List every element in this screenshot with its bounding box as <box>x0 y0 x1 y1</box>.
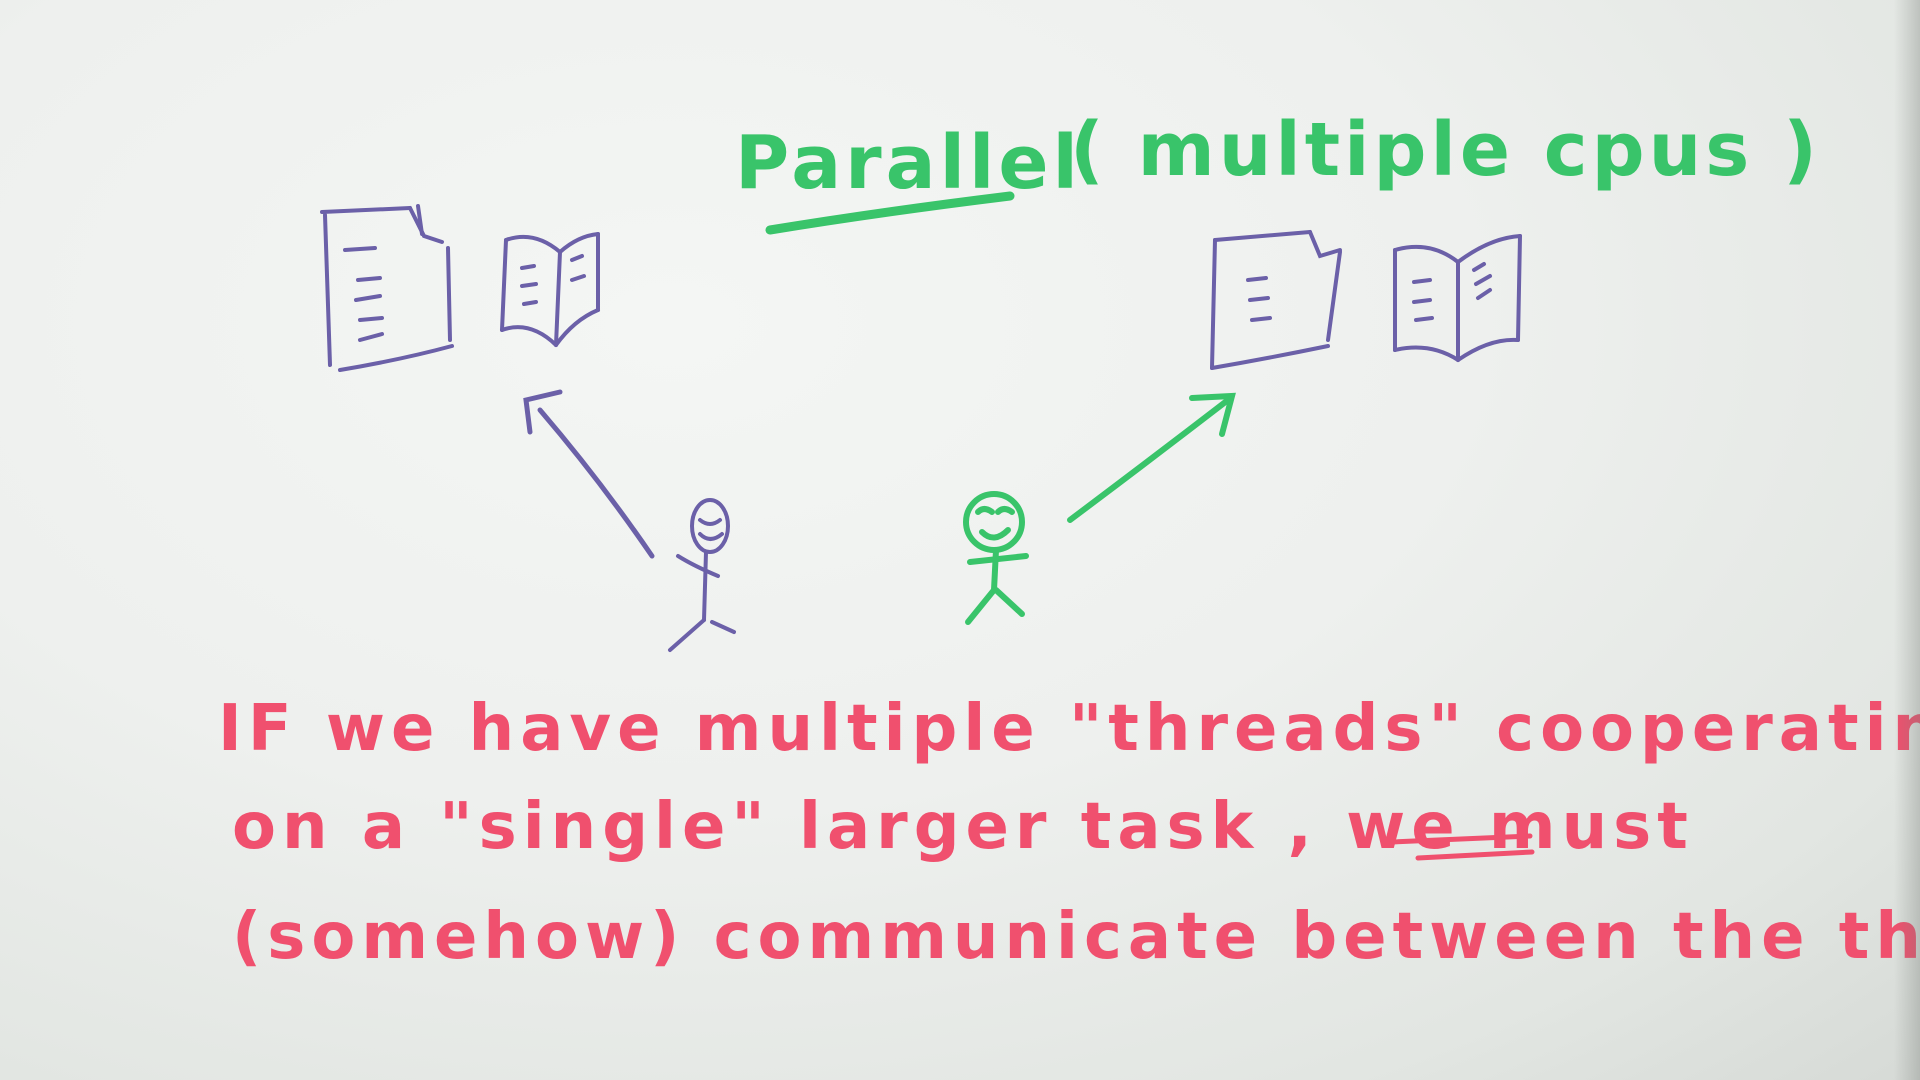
must-double-underline <box>1389 833 1535 861</box>
title-multiple-cpus: ( multiple cpus ) <box>1070 107 1821 193</box>
purple-stick-figure-icon <box>668 498 736 652</box>
green-arrow <box>1067 392 1236 523</box>
right-open-book-icon <box>1393 234 1522 362</box>
left-open-book-icon <box>500 232 600 347</box>
title-underline <box>765 191 1015 235</box>
note-line-3: (somehow) communicate between the thread… <box>232 900 1920 974</box>
title-parallel: Parallel <box>735 120 1082 206</box>
green-stick-figure-icon <box>963 491 1029 625</box>
left-document-icon <box>320 204 454 372</box>
note-line-1: IF we have multiple "threads" cooperatin… <box>218 692 1920 766</box>
right-document-icon <box>1210 230 1342 370</box>
purple-arrow <box>523 389 655 559</box>
note-line-2: on a "single" larger task , we must <box>232 790 1694 864</box>
